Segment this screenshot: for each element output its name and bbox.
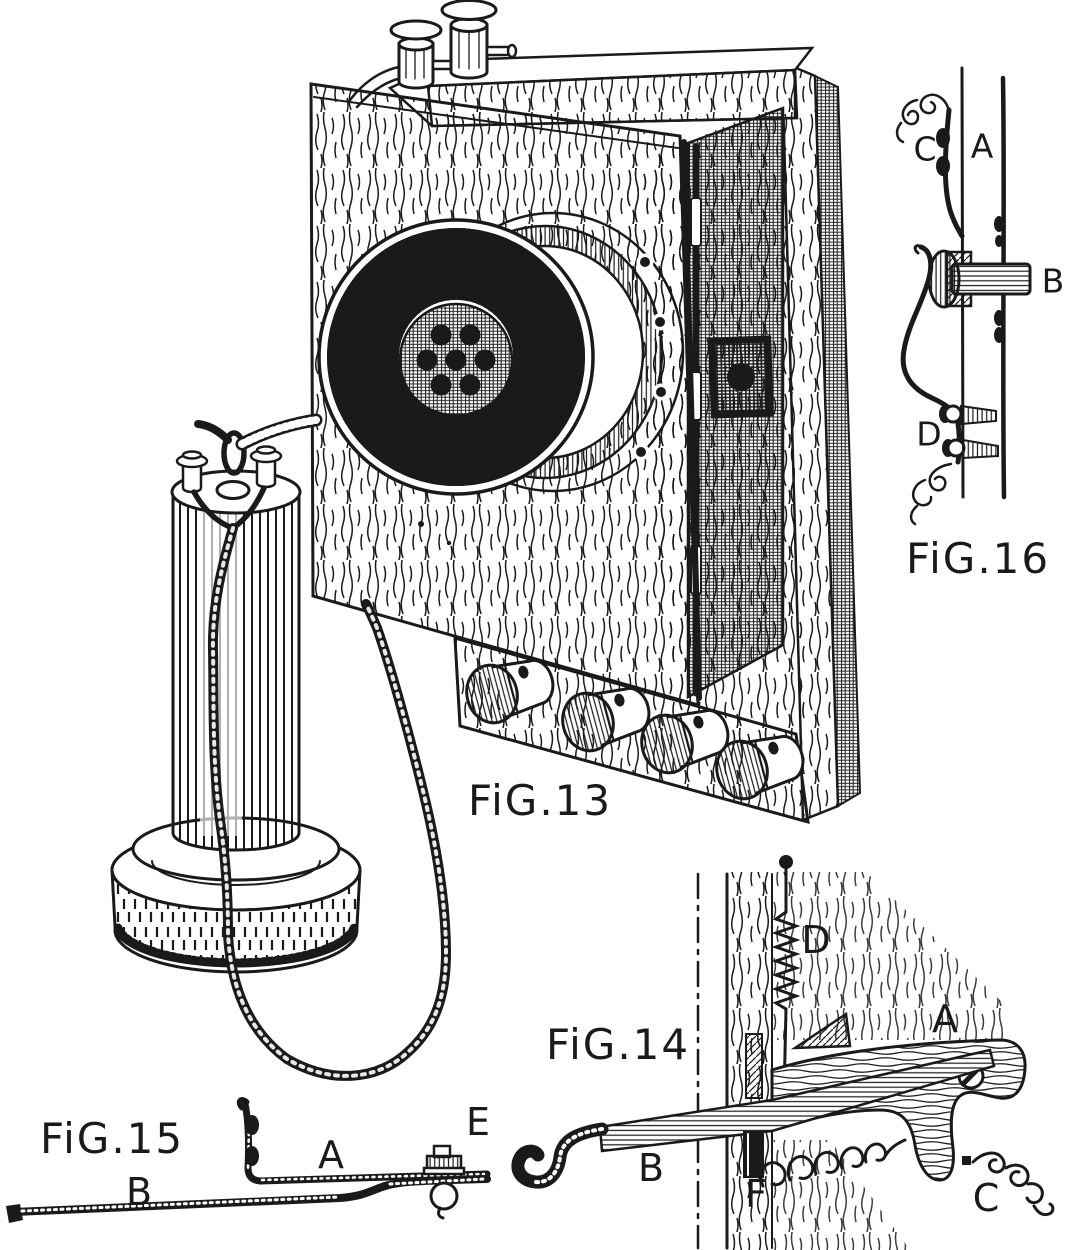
fig15-label-e: E <box>465 1100 491 1144</box>
spring-upper <box>236 1097 491 1185</box>
receiver-body <box>170 469 302 852</box>
fig15-contact-springs <box>6 1097 491 1223</box>
fig14-label-c: C <box>972 1176 1000 1220</box>
cord-eyelet <box>221 430 247 476</box>
fig16-label-a: A <box>970 126 994 166</box>
fig13-caption: FiG.13 <box>468 776 613 825</box>
binding-post-left <box>389 19 461 90</box>
screw-e <box>422 1144 466 1220</box>
fig14-label-d: D <box>801 918 831 962</box>
binding-post-right <box>440 0 518 80</box>
fig14-label-b: B <box>637 1146 665 1190</box>
fig16-label-b: B <box>1041 261 1065 301</box>
fig16-label-d: D <box>916 414 942 454</box>
fig14-label-a: A <box>932 997 958 1041</box>
terminal-knob <box>465 658 805 801</box>
fig14-caption: FiG.14 <box>546 1020 691 1069</box>
top-rail <box>387 46 815 128</box>
horn-spokes <box>327 228 585 486</box>
door-panel <box>686 106 785 700</box>
transmitter-horn <box>317 211 685 546</box>
receiver-cord <box>207 523 452 1081</box>
coil-wire-c <box>971 1151 1055 1217</box>
bracket-wedge <box>790 1011 852 1050</box>
hook-lever-b <box>511 1048 996 1189</box>
fig14-hook-switch <box>511 855 1055 1250</box>
fig15-caption: FiG.15 <box>40 1114 185 1163</box>
fig13-telephone-box <box>309 0 862 825</box>
fig14-label-f: F <box>745 1172 767 1216</box>
mouthpiece-grille <box>398 302 514 418</box>
contact-f <box>743 1131 764 1178</box>
terminal-board <box>453 635 810 825</box>
spring-lower <box>6 1175 491 1223</box>
slot-contact <box>745 1033 763 1099</box>
coil-wire-left <box>759 1138 907 1188</box>
cord-knot <box>194 420 232 444</box>
pigtail-top <box>895 93 951 144</box>
side-socket <box>708 335 774 419</box>
panel-gap-shadow <box>681 139 702 701</box>
pigtail-bottom <box>909 462 953 526</box>
fig16-label-c: C <box>913 129 937 169</box>
cord-to-box <box>235 413 323 451</box>
contact-screws <box>939 404 999 460</box>
shaft-b <box>927 249 1032 309</box>
flange-bolts <box>632 253 670 461</box>
telephone-receiver <box>110 413 452 1081</box>
fig16-caption: FiG.16 <box>906 534 1051 583</box>
fig15-label-b: B <box>125 1170 153 1214</box>
fig16-spring-section <box>895 66 1032 526</box>
fig15-label-a: A <box>318 1133 344 1177</box>
